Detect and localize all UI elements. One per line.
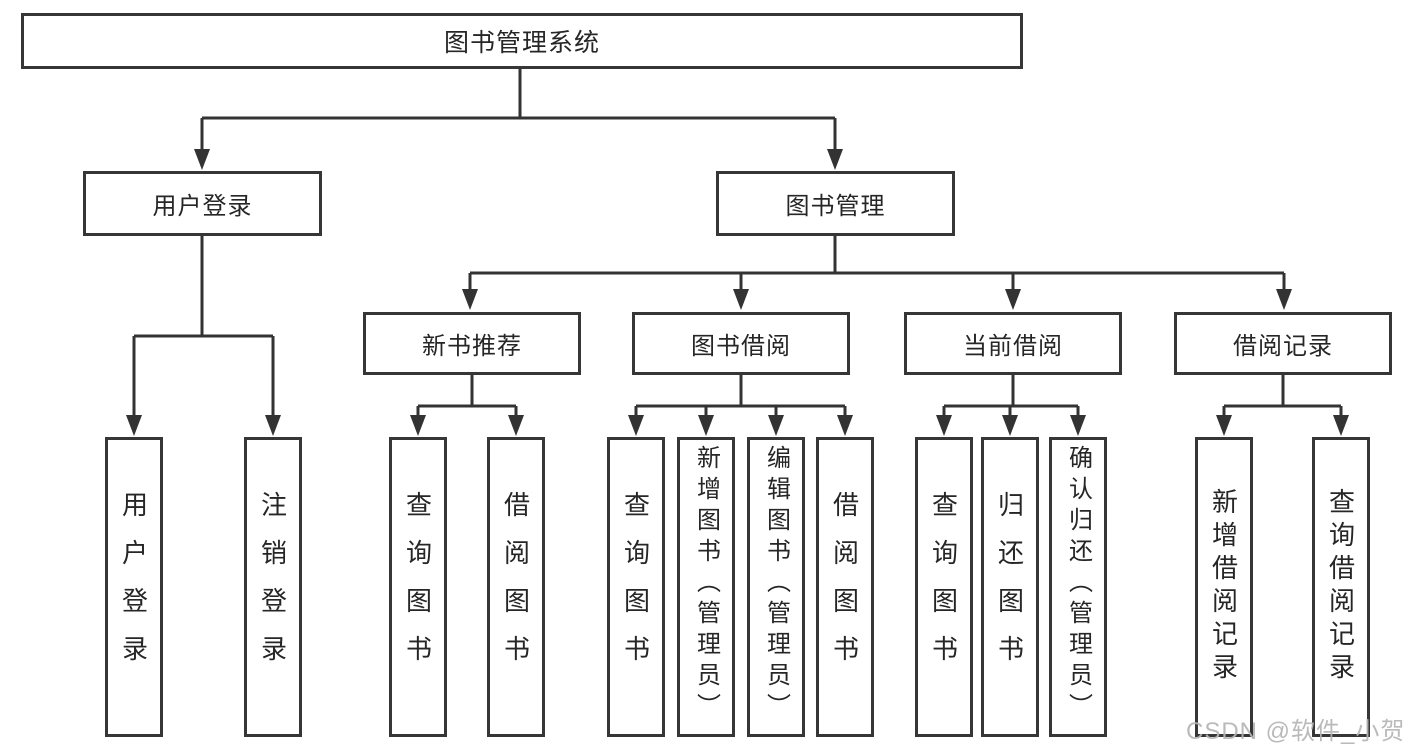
leaf-borrow-books: 借阅图书 <box>816 437 874 737</box>
leaf-borrow-books-label: 借阅图书 <box>829 491 860 683</box>
node-borrow-records: 借阅记录 <box>1174 312 1392 375</box>
leaf-query-borrow-record: 查询借阅记录 <box>1312 437 1370 737</box>
leaf-add-borrow-record: 新增借阅记录 <box>1195 437 1253 737</box>
leaf-add-books-admin-label: 新增图书（管理员） <box>692 445 720 724</box>
leaf-add-borrow-record-label: 新增借阅记录 <box>1208 488 1239 686</box>
leaf-query-books-recommend: 查询图书 <box>389 437 447 737</box>
leaf-edit-books-admin: 编辑图书（管理员） <box>747 437 805 737</box>
leaf-user-login-label: 用户登录 <box>118 491 149 683</box>
node-book-management: 图书管理 <box>716 171 955 236</box>
leaf-confirm-return-admin: 确认归还（管理员） <box>1049 437 1107 737</box>
leaf-query-books-borrow-label: 查询图书 <box>620 491 651 683</box>
leaf-add-books-admin: 新增图书（管理员） <box>677 437 735 737</box>
leaf-user-login: 用户登录 <box>105 437 163 737</box>
leaf-query-books-current: 查询图书 <box>915 437 973 737</box>
leaf-return-books-label: 归还图书 <box>994 491 1025 683</box>
node-root: 图书管理系统 <box>21 13 1023 69</box>
leaf-logout: 注销登录 <box>244 437 302 737</box>
node-current-borrow-label: 当前借阅 <box>963 333 1063 360</box>
node-borrow-records-label: 借阅记录 <box>1233 333 1333 360</box>
leaf-query-books-recommend-label: 查询图书 <box>402 491 433 683</box>
node-current-borrow: 当前借阅 <box>904 312 1122 375</box>
node-user-login: 用户登录 <box>83 171 322 236</box>
node-new-book-recommend-label: 新书推荐 <box>422 333 522 360</box>
node-book-borrow-label: 图书借阅 <box>691 333 791 360</box>
node-new-book-recommend: 新书推荐 <box>363 312 581 375</box>
leaf-logout-label: 注销登录 <box>257 491 288 683</box>
node-book-borrow: 图书借阅 <box>632 312 850 375</box>
leaf-edit-books-admin-label: 编辑图书（管理员） <box>762 445 790 724</box>
node-user-login-label: 用户登录 <box>152 193 253 220</box>
leaf-borrow-books-recommend: 借阅图书 <box>487 437 545 737</box>
leaf-return-books: 归还图书 <box>981 437 1039 737</box>
leaf-query-books-borrow: 查询图书 <box>607 437 665 737</box>
csdn-watermark: CSDN @软件_小贺同学 <box>1186 718 1405 745</box>
leaf-query-borrow-record-label: 查询借阅记录 <box>1325 488 1356 686</box>
leaf-borrow-books-recommend-label: 借阅图书 <box>500 491 531 683</box>
node-root-label: 图书管理系统 <box>443 29 600 57</box>
node-book-management-label: 图书管理 <box>785 193 886 220</box>
leaf-query-books-current-label: 查询图书 <box>928 491 959 683</box>
leaf-confirm-return-admin-label: 确认归还（管理员） <box>1064 445 1092 724</box>
